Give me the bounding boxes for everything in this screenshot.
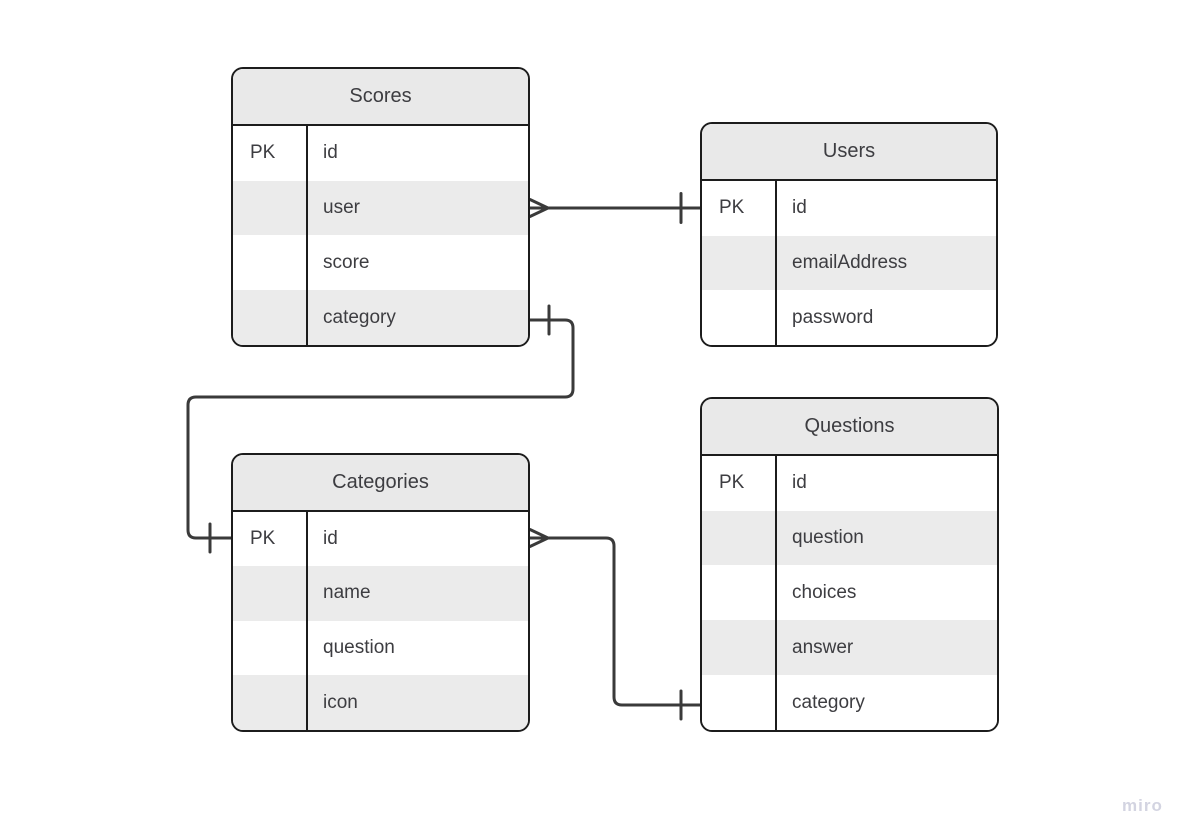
table-scores-title: Scores: [233, 69, 528, 126]
table-scores[interactable]: Scores PK id user score category: [231, 67, 530, 347]
connector-categories-questions[interactable]: [526, 528, 704, 721]
attr-cell: question: [323, 637, 395, 659]
table-row: PK id: [702, 455, 997, 511]
pk-cell: [233, 290, 308, 345]
attr-cell: category: [323, 306, 396, 328]
miro-watermark: miro: [1122, 796, 1163, 815]
table-categories-title: Categories: [233, 455, 528, 512]
table-users[interactable]: Users PK id emailAddress password: [700, 122, 998, 347]
pk-cell: PK: [702, 180, 777, 236]
attr-cell: name: [323, 582, 371, 604]
pk-cell: [233, 566, 308, 621]
table-row: icon: [233, 675, 528, 730]
connector-line: [526, 536, 704, 707]
table-row: PK id: [233, 125, 528, 181]
attr-cell: emailAddress: [792, 251, 908, 273]
pk-cell: [233, 180, 308, 236]
table-row: user: [233, 180, 528, 236]
attr-cell: id: [792, 197, 807, 219]
pk-cell: [702, 235, 777, 291]
attr-cell: question: [792, 527, 864, 549]
crow-foot-many-icon: [528, 198, 550, 218]
attr-cell: icon: [323, 691, 358, 713]
attr-cell: password: [792, 306, 874, 328]
table-row: emailAddress: [702, 235, 996, 291]
pk-cell: [233, 675, 308, 730]
pk-cell: [233, 620, 308, 676]
attr-cell: answer: [792, 636, 854, 658]
pk-cell: PK: [233, 125, 308, 181]
pk-cell: [702, 510, 777, 566]
pk-cell: [702, 675, 777, 730]
table-row: question: [233, 620, 528, 676]
attr-cell: category: [792, 691, 865, 713]
table-row: name: [233, 566, 528, 621]
table-users-title: Users: [702, 124, 996, 181]
table-row: PK id: [702, 180, 996, 236]
pk-cell: PK: [702, 455, 777, 511]
table-questions-title: Questions: [702, 399, 997, 456]
table-row: choices: [702, 565, 997, 621]
table-row: score: [233, 235, 528, 291]
attr-cell: id: [323, 142, 338, 164]
pk-cell: [702, 620, 777, 676]
table-row: category: [233, 290, 528, 345]
pk-cell: [702, 565, 777, 621]
crow-foot-many-icon: [528, 528, 550, 548]
pk-cell: PK: [233, 511, 308, 567]
attr-cell: id: [323, 527, 338, 549]
table-row: PK id: [233, 511, 528, 567]
table-row: category: [702, 675, 997, 730]
attr-cell: choices: [792, 581, 857, 603]
connector-scores-users[interactable]: [526, 192, 704, 224]
table-row: answer: [702, 620, 997, 676]
table-categories[interactable]: Categories PK id name question icon: [231, 453, 530, 732]
table-row: password: [702, 290, 996, 345]
attr-cell: score: [323, 251, 370, 273]
pk-cell: [233, 235, 308, 291]
table-row: question: [702, 510, 997, 566]
attr-cell: user: [323, 196, 360, 218]
pk-cell: [702, 290, 777, 345]
attr-cell: id: [792, 472, 807, 494]
table-questions[interactable]: Questions PK id question choices answer …: [700, 397, 999, 732]
